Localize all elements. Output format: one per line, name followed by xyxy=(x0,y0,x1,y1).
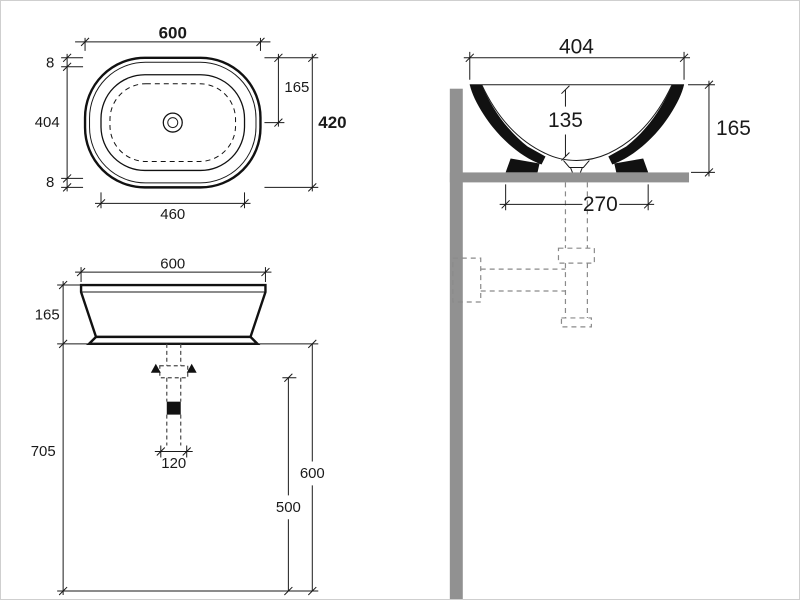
trap-pipe-dashed xyxy=(452,182,595,328)
fixing-marker-left xyxy=(150,363,161,373)
plan-dim-width-total: 420 xyxy=(318,113,346,132)
plan-extension-lines xyxy=(61,37,319,209)
countertop xyxy=(449,172,690,183)
bowl-inner-left xyxy=(481,84,546,154)
drain-section xyxy=(563,160,590,173)
plan-dimension-ticks xyxy=(62,37,317,208)
basin-body xyxy=(79,283,267,339)
basin-wall-right-section xyxy=(608,84,685,165)
side-dimension-ticks xyxy=(465,53,714,209)
bowl-bottom xyxy=(545,153,609,161)
front-dim-overall-height: 705 xyxy=(31,443,56,460)
basin-wall-left-section xyxy=(469,84,546,165)
side-dimension-lines xyxy=(463,57,710,205)
front-extension-lines xyxy=(57,267,297,458)
drain-pipe-dashed xyxy=(159,343,189,446)
front-dim-height-drain: 500 xyxy=(276,499,301,516)
plan-dim-width-inner: 404 xyxy=(35,114,60,131)
bowl-inner-right xyxy=(608,84,673,154)
front-dim-basin-height: 165 xyxy=(35,306,60,323)
plan-dim-edge-top: 8 xyxy=(46,54,54,71)
front-dimension-ticks xyxy=(58,267,317,596)
drain-valve xyxy=(166,401,181,415)
plan-dim-length: 600 xyxy=(159,23,187,42)
drain-inner xyxy=(167,117,179,129)
front-view: 600 165 705 120 600 500 xyxy=(31,256,325,596)
basin-bowl-opening xyxy=(100,74,246,172)
fixing-marker-right xyxy=(186,363,197,373)
front-dimension-lines xyxy=(62,271,313,596)
basin-foot-left-section xyxy=(505,158,540,173)
side-dim-basin-height: 165 xyxy=(716,117,751,140)
wall xyxy=(449,88,463,599)
plan-view: 600 8 404 8 165 420 460 xyxy=(35,23,347,222)
plan-dim-length-inner: 460 xyxy=(160,206,185,223)
front-dim-length: 600 xyxy=(160,256,185,273)
drain-outer xyxy=(162,112,183,133)
front-dim-height-counter: 600 xyxy=(300,465,325,482)
basin-outer-rim xyxy=(83,56,262,189)
plan-dim-edge-bottom: 8 xyxy=(46,174,54,191)
plan-dimension-lines xyxy=(66,41,313,204)
side-dim-bowl-depth: 135 xyxy=(548,109,583,132)
basin-foot-right-section xyxy=(614,158,649,173)
basin-bowl-bottom-dashed xyxy=(109,83,237,162)
side-dim-depth: 404 xyxy=(559,35,594,58)
side-view: 404 135 165 270 xyxy=(449,35,751,599)
side-dim-base-depth: 270 xyxy=(583,193,618,216)
basin-rim-edge xyxy=(89,61,257,184)
plan-dim-drain-offset: 165 xyxy=(284,79,309,96)
side-extension-lines xyxy=(469,51,715,211)
front-dim-drain-spacing: 120 xyxy=(161,455,186,472)
